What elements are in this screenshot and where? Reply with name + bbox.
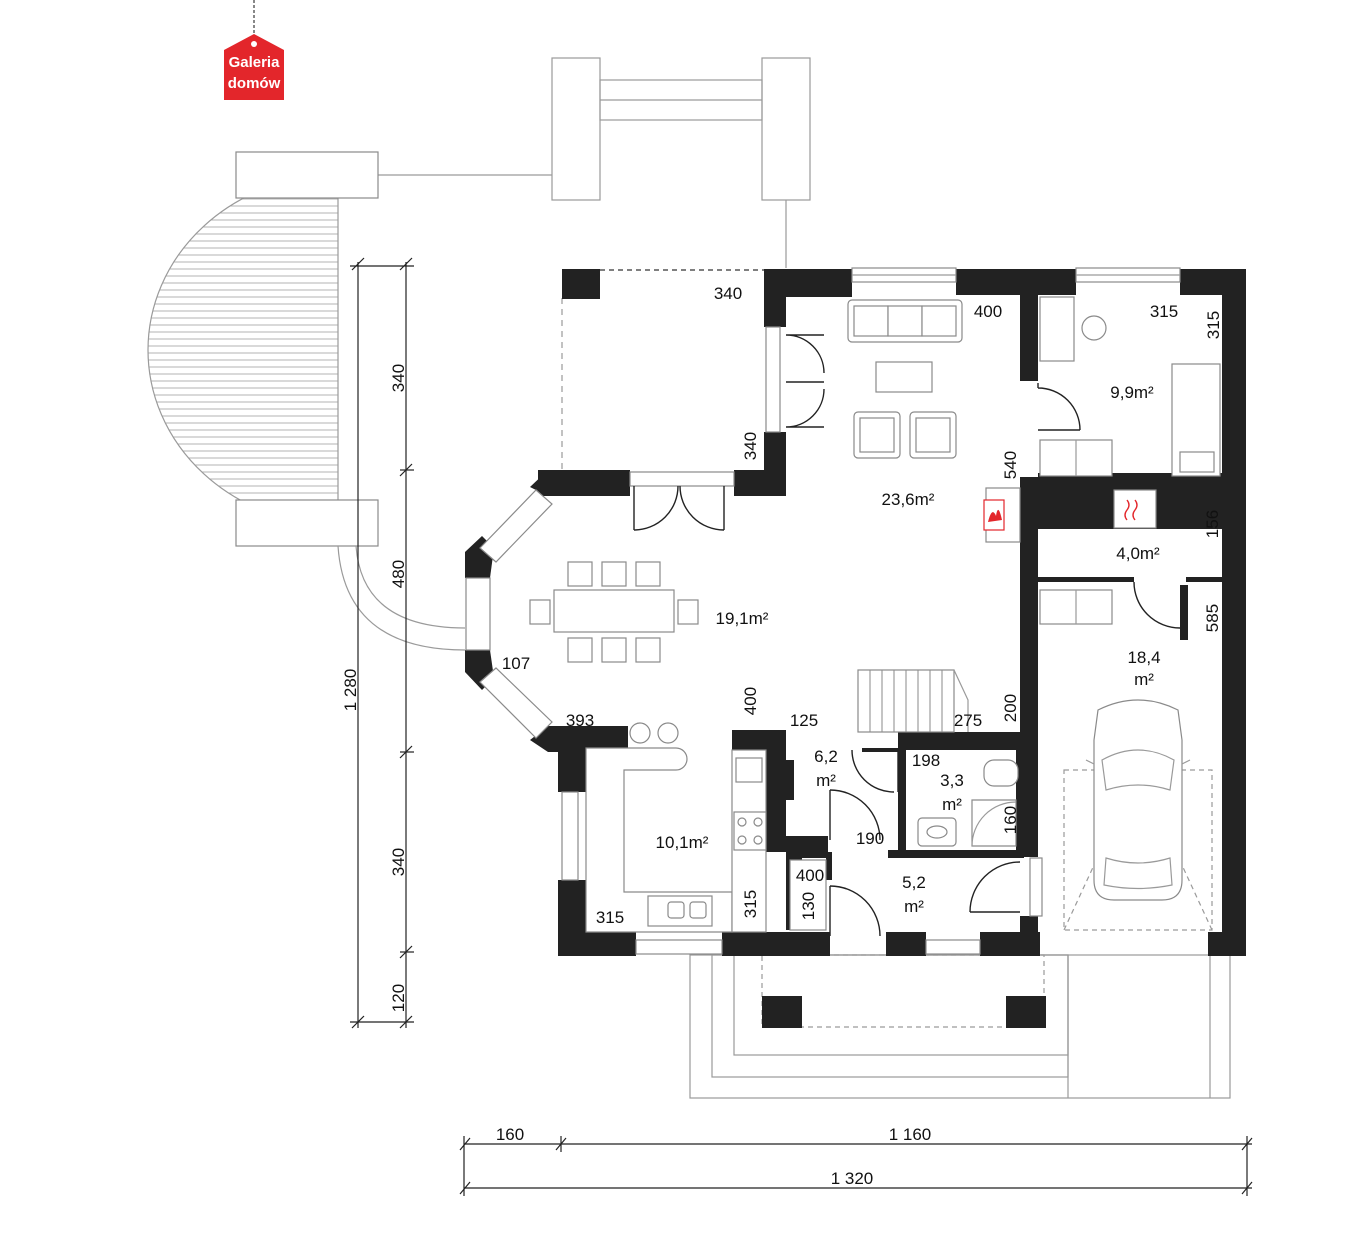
dim-stairs-h: 200	[1001, 694, 1020, 722]
car	[1063, 699, 1213, 931]
area-living: 23,6m²	[882, 490, 935, 509]
area-hall-unit: m²	[816, 771, 836, 790]
galeria-domow-logo[interactable]: Galeria domów	[224, 0, 284, 100]
furniture	[529, 296, 1221, 933]
dim-left-b: 480	[389, 560, 408, 588]
dim-living-h: 540	[1001, 451, 1020, 479]
doors	[633, 334, 1181, 937]
dim-closet-w: 400	[796, 866, 824, 885]
dim-kitchen-h: 315	[741, 890, 760, 918]
dim-kitchen-n: 400	[741, 687, 760, 715]
left-dimension-chain: 340 480 340 120 1 280	[341, 257, 414, 1029]
dim-wc-h: 160	[1001, 806, 1020, 834]
dim-office-h: 315	[1204, 311, 1223, 339]
boiler-icon	[1113, 489, 1157, 529]
area-garage-unit: m²	[1134, 670, 1154, 689]
dim-left-a: 340	[389, 364, 408, 392]
area-wc-unit: m²	[942, 795, 962, 814]
area-vestibule-unit: m²	[904, 897, 924, 916]
dim-bottom-total: 1 320	[831, 1169, 874, 1188]
dim-garage-h: 585	[1203, 604, 1222, 632]
dim-left-d: 120	[389, 984, 408, 1012]
dim-terrace-w: 340	[714, 284, 742, 303]
dim-closet-h: 130	[799, 892, 818, 920]
dim-bay-w: 107	[502, 654, 530, 673]
dim-office-w: 315	[1150, 302, 1178, 321]
dim-left-c: 340	[389, 848, 408, 876]
dim-bottom-a: 160	[496, 1125, 524, 1144]
kitchen-counter	[585, 722, 767, 933]
area-office: 9,9m²	[1110, 383, 1154, 402]
area-garage: 18,4	[1127, 648, 1160, 667]
dim-hall-n: 125	[790, 711, 818, 730]
area-wc: 3,3	[940, 771, 964, 790]
dim-bottom-b: 1 160	[889, 1125, 932, 1144]
windows	[561, 267, 1181, 955]
dim-dining-sw: 393	[566, 711, 594, 730]
room-areas: 23,6m² 19,1m² 10,1m² 9,9m² 4,0m² 18,4 m²…	[656, 383, 1161, 916]
logo-line2: domów	[228, 75, 281, 92]
area-kitchen: 10,1m²	[656, 833, 709, 852]
logo-line1: Galeria	[229, 54, 281, 71]
dim-hall-w: 190	[856, 829, 884, 848]
area-vestibule: 5,2	[902, 873, 926, 892]
dim-stairs-w: 275	[954, 711, 982, 730]
front-steps	[689, 954, 1231, 1099]
dim-living-w: 400	[974, 302, 1002, 321]
bottom-dimension-chain: 160 1 160 1 320	[459, 1125, 1253, 1196]
stairs	[857, 669, 969, 733]
dim-boiler-h: 156	[1203, 510, 1222, 538]
dim-kitchen-w: 315	[596, 908, 624, 927]
covered-terrace	[561, 269, 766, 475]
coffee-table	[875, 361, 933, 393]
sofa	[847, 299, 963, 343]
dining-table	[529, 561, 699, 663]
dim-terrace-h: 340	[741, 432, 760, 460]
inner-dimensions: 340 400 315 315 340 540 156 585 107 393 …	[502, 284, 1223, 927]
area-dining: 19,1m²	[716, 609, 769, 628]
pergola	[378, 57, 811, 268]
area-hall: 6,2	[814, 747, 838, 766]
fireplace-icon	[983, 487, 1021, 543]
dim-left-total: 1 280	[341, 669, 360, 712]
dim-wc-w: 198	[912, 751, 940, 770]
round-deck	[147, 151, 466, 651]
area-boiler: 4,0m²	[1116, 544, 1160, 563]
